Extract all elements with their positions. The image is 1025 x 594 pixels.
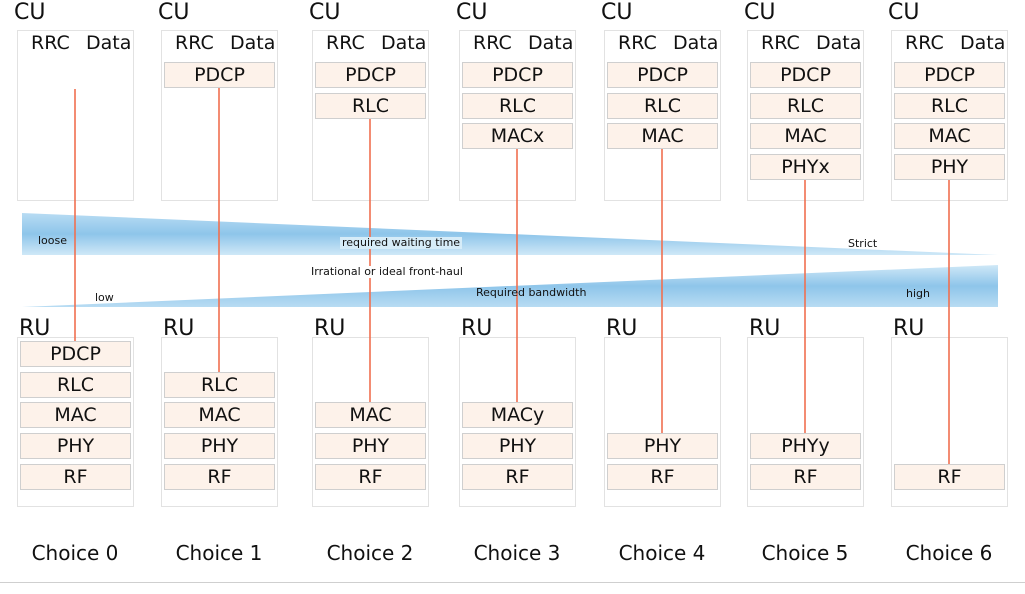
ru-layer-phy: PHY: [462, 433, 573, 459]
ru-layer-rf: RF: [607, 464, 718, 490]
ru-layer-macy: MACy: [462, 402, 573, 428]
rrc-header: RRC: [618, 32, 657, 54]
ru-label: RU: [163, 316, 195, 341]
ru-label: RU: [749, 316, 781, 341]
cu-label: CU: [888, 0, 920, 25]
cu-layer-phyx: PHYx: [750, 154, 861, 180]
choice-label: Choice 5: [761, 541, 849, 565]
ru-layer-mac: MAC: [315, 402, 426, 428]
data-header: Data: [673, 32, 719, 54]
cu-layer-pdcp: PDCP: [462, 62, 573, 88]
bandwidth-wedge: [22, 265, 998, 307]
cu-layer-mac: MAC: [894, 123, 1005, 149]
fronthaul-label: Irrational or ideal front-haul: [309, 265, 465, 278]
ru-layer-pdcp: PDCP: [20, 341, 131, 367]
data-header: Data: [816, 32, 862, 54]
cu-layer-mac: MAC: [750, 123, 861, 149]
ru-layer-rf: RF: [750, 464, 861, 490]
ru-label: RU: [461, 316, 493, 341]
data-header: Data: [230, 32, 276, 54]
choice-label: Choice 1: [175, 541, 263, 565]
choice-label: Choice 0: [31, 541, 119, 565]
cu-layer-rlc: RLC: [607, 93, 718, 119]
bottom-divider: [0, 582, 1025, 583]
choice-label: Choice 3: [473, 541, 561, 565]
ru-layer-rf: RF: [894, 464, 1005, 490]
choice-label: Choice 4: [618, 541, 706, 565]
bandwidth-low-label: low: [95, 291, 114, 304]
cu-layer-pdcp: PDCP: [607, 62, 718, 88]
rrc-header: RRC: [31, 32, 70, 54]
ru-label: RU: [19, 316, 51, 341]
ru-layer-rlc: RLC: [20, 372, 131, 398]
choice-label: Choice 6: [905, 541, 993, 565]
ru-layer-rlc: RLC: [164, 372, 275, 398]
latency-loose-label: loose: [38, 234, 68, 247]
ru-layer-rf: RF: [164, 464, 275, 490]
cu-layer-rlc: RLC: [315, 93, 426, 119]
cu-label: CU: [744, 0, 776, 25]
rrc-header: RRC: [326, 32, 365, 54]
cu-label: CU: [158, 0, 190, 25]
rrc-header: RRC: [175, 32, 214, 54]
ru-layer-mac: MAC: [164, 402, 275, 428]
ru-layer-rf: RF: [20, 464, 131, 490]
wedge-layer: [22, 213, 998, 307]
ru-layer-phy: PHY: [20, 433, 131, 459]
bandwidth-high-label: high: [906, 287, 930, 300]
cu-layer-pdcp: PDCP: [750, 62, 861, 88]
cu-label: CU: [601, 0, 633, 25]
cu-label: CU: [14, 0, 46, 25]
ru-layer-phy: PHY: [315, 433, 426, 459]
cu-layer-mac: MAC: [607, 123, 718, 149]
cu-layer-pdcp: PDCP: [164, 62, 275, 88]
cu-layer-pdcp: PDCP: [315, 62, 426, 88]
ru-label: RU: [314, 316, 346, 341]
choice-label: Choice 2: [326, 541, 414, 565]
ru-layer-mac: MAC: [20, 402, 131, 428]
data-header: Data: [86, 32, 132, 54]
bandwidth-mid-label: Required bandwidth: [476, 286, 587, 299]
data-header: Data: [528, 32, 574, 54]
rrc-header: RRC: [473, 32, 512, 54]
cu-layer-rlc: RLC: [462, 93, 573, 119]
ru-layer-phy: PHY: [164, 433, 275, 459]
data-header: Data: [960, 32, 1006, 54]
data-header: Data: [381, 32, 427, 54]
ru-layer-rf: RF: [315, 464, 426, 490]
cu-layer-macx: MACx: [462, 123, 573, 149]
cu-layer-pdcp: PDCP: [894, 62, 1005, 88]
cu-layer-phy: PHY: [894, 154, 1005, 180]
ru-layer-phyy: PHYy: [750, 433, 861, 459]
cu-layer-rlc: RLC: [750, 93, 861, 119]
rrc-header: RRC: [905, 32, 944, 54]
ru-layer-rf: RF: [462, 464, 573, 490]
latency-strict-label: Strict: [848, 237, 878, 250]
latency-mid-label: required waiting time: [340, 236, 463, 249]
ru-label: RU: [893, 316, 925, 341]
cu-layer-rlc: RLC: [894, 93, 1005, 119]
cu-label: CU: [309, 0, 341, 25]
ru-label: RU: [606, 316, 638, 341]
ru-layer-phy: PHY: [607, 433, 718, 459]
rrc-header: RRC: [761, 32, 800, 54]
cu-label: CU: [456, 0, 488, 25]
latency-wedge: [22, 213, 998, 255]
